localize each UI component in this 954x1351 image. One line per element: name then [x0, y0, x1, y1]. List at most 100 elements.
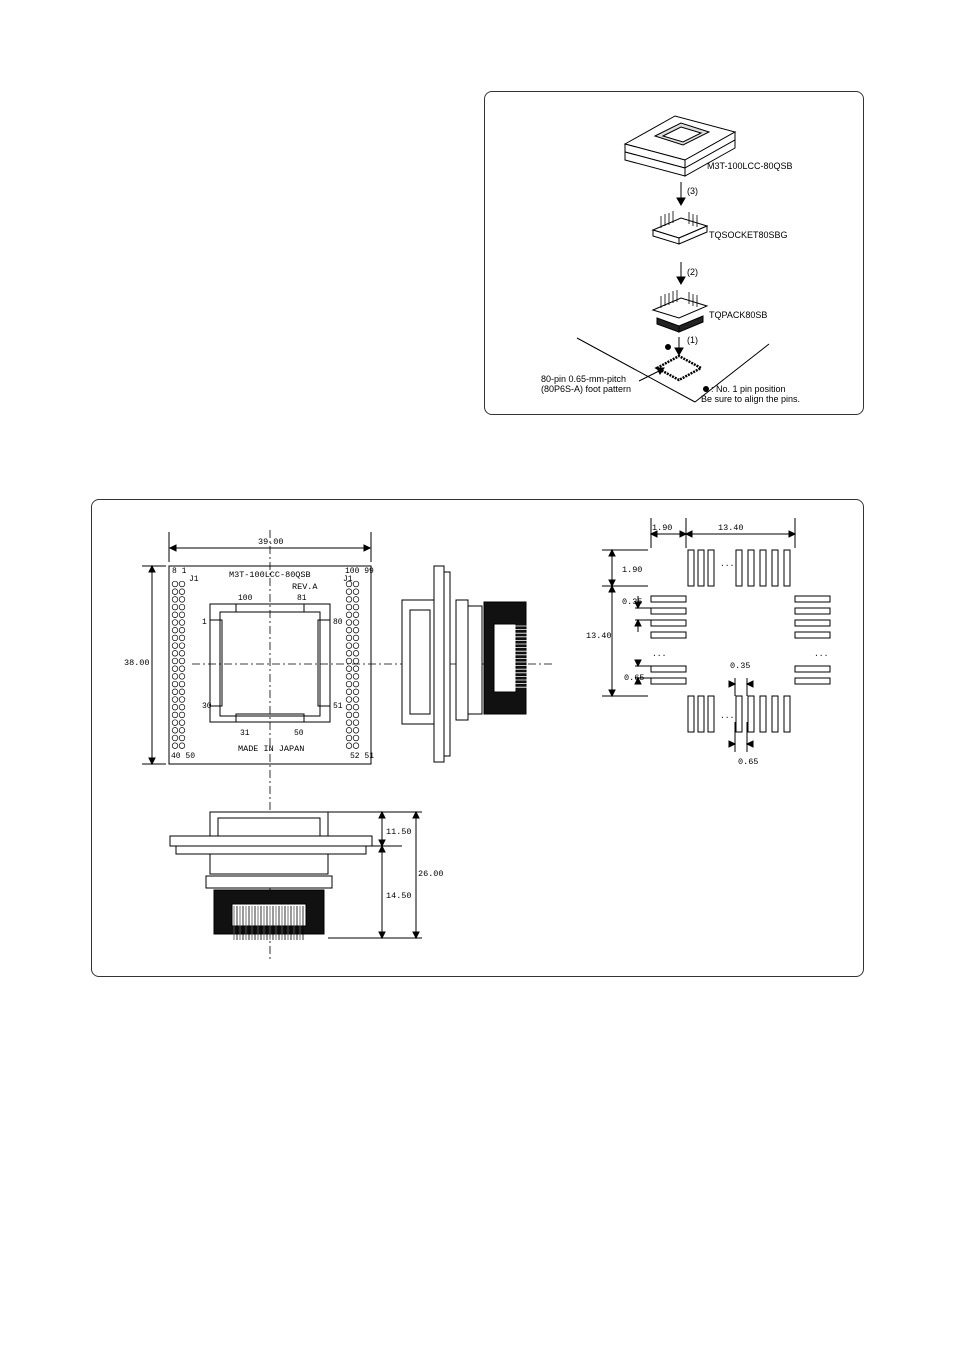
pin1-label-line2: Be sure to align the pins. — [701, 394, 800, 404]
header-pin — [352, 642, 360, 649]
header-pin — [178, 742, 186, 749]
header-pin — [352, 657, 360, 665]
fp-top-a-label: 1.90 — [652, 523, 672, 533]
header-pin — [178, 665, 186, 672]
header-pin — [352, 665, 360, 672]
header-pin — [171, 650, 179, 657]
foot-pattern-label-line2: (80P6S-A) foot pattern — [541, 384, 631, 394]
header-pin — [171, 657, 179, 665]
pad — [650, 619, 687, 627]
step-2-label: (2) — [687, 267, 698, 277]
pad — [747, 549, 755, 587]
header-pin — [345, 727, 353, 734]
header-pin — [345, 742, 353, 749]
pad — [794, 619, 831, 627]
step-1-label: (1) — [687, 335, 698, 345]
pin80-label: 80 — [333, 618, 343, 627]
header-pin — [171, 619, 179, 626]
header-pin — [352, 719, 360, 726]
step-3-label: (3) — [687, 186, 698, 196]
pad — [735, 695, 743, 733]
header-pin — [178, 650, 186, 657]
header-pin — [171, 673, 179, 680]
pad-pitch-markers — [634, 596, 754, 752]
foot-pattern-label-line1: 80-pin 0.65-mm-pitch — [541, 374, 626, 384]
side-upper-label: 11.50 — [386, 827, 412, 837]
adapter-board-graphic — [623, 115, 737, 177]
header-pin — [171, 696, 179, 703]
header-pin — [178, 734, 186, 742]
socket-label: TQSOCKET80SBG — [709, 230, 788, 240]
header-pin — [178, 680, 186, 688]
foot-pattern-pads — [650, 549, 831, 733]
header-pin — [345, 734, 353, 742]
pad — [794, 607, 831, 615]
header-pin — [178, 603, 186, 611]
pad — [771, 695, 779, 733]
header-pin — [171, 711, 179, 719]
pad — [794, 631, 831, 639]
header-pin — [178, 619, 186, 626]
fp-left-b-label: 13.40 — [586, 631, 612, 641]
arrow-step-3 — [676, 182, 686, 207]
header-pin — [171, 680, 179, 688]
arrow-step-1 — [665, 337, 684, 357]
header-pin — [171, 634, 179, 642]
header-pin — [345, 603, 353, 611]
header-pin — [345, 634, 353, 642]
pad — [783, 549, 791, 587]
pin100-label: 100 — [238, 594, 253, 603]
corner-tr-label: 100 99 — [345, 567, 374, 576]
side-view — [401, 565, 532, 763]
header-pin — [352, 704, 360, 711]
header-pin — [178, 596, 186, 603]
right-pin-header — [345, 580, 360, 749]
header-pin — [345, 688, 353, 695]
fp-ellipsis-left: ... — [652, 650, 666, 659]
fp-ellipsis-right: ... — [814, 650, 828, 659]
connection-diagram-panel: M3T-100LCC-80QSB (3) TQSOCKET80SBG (2) — [484, 91, 864, 415]
pad — [707, 549, 715, 587]
header-pin — [345, 673, 353, 680]
header-pin — [352, 680, 360, 688]
header-pin — [345, 680, 353, 688]
header-pin — [352, 742, 360, 749]
header-pin — [345, 657, 353, 665]
pad — [687, 695, 695, 733]
pin1-label: 1 — [202, 618, 207, 627]
width-label: 39.00 — [258, 537, 284, 547]
header-pin — [352, 596, 360, 603]
header-pin — [352, 696, 360, 703]
fp-width-1-label: 0.35 — [622, 597, 642, 607]
header-pin — [352, 711, 360, 719]
dimension-drawing: 39.00 38.00 8 1 J1 100 99 J1 40 50 52 51… — [124, 518, 831, 962]
header-pin — [178, 727, 186, 734]
header-pin — [178, 688, 186, 695]
header-pin — [178, 704, 186, 711]
pad — [735, 549, 743, 587]
header-pin — [178, 588, 186, 595]
header-pin — [352, 673, 360, 680]
pad — [759, 549, 767, 587]
pin50-label: 50 — [294, 729, 304, 738]
top-view: 39.00 38.00 8 1 J1 100 99 J1 40 50 52 51… — [124, 530, 552, 962]
header-pin — [352, 727, 360, 734]
left-pin-header — [171, 580, 186, 749]
header-pin — [171, 603, 179, 611]
header-pin — [171, 734, 179, 742]
header-pin — [345, 642, 353, 649]
fp-width-2-label: 0.35 — [730, 661, 750, 671]
corner-br-label: 52 51 — [350, 752, 374, 761]
adapter-label: M3T-100LCC-80QSB — [707, 161, 793, 171]
header-pin — [171, 665, 179, 672]
fp-ellipsis-top: ... — [720, 560, 734, 569]
side-total-label: 26.00 — [418, 869, 444, 879]
header-pin — [345, 627, 353, 634]
header-pin — [352, 627, 360, 634]
pad — [794, 595, 831, 603]
pad — [783, 695, 791, 733]
pad — [759, 695, 767, 733]
header-pin — [171, 580, 179, 588]
pad — [697, 549, 705, 587]
foot-pattern-graphic — [654, 354, 704, 382]
